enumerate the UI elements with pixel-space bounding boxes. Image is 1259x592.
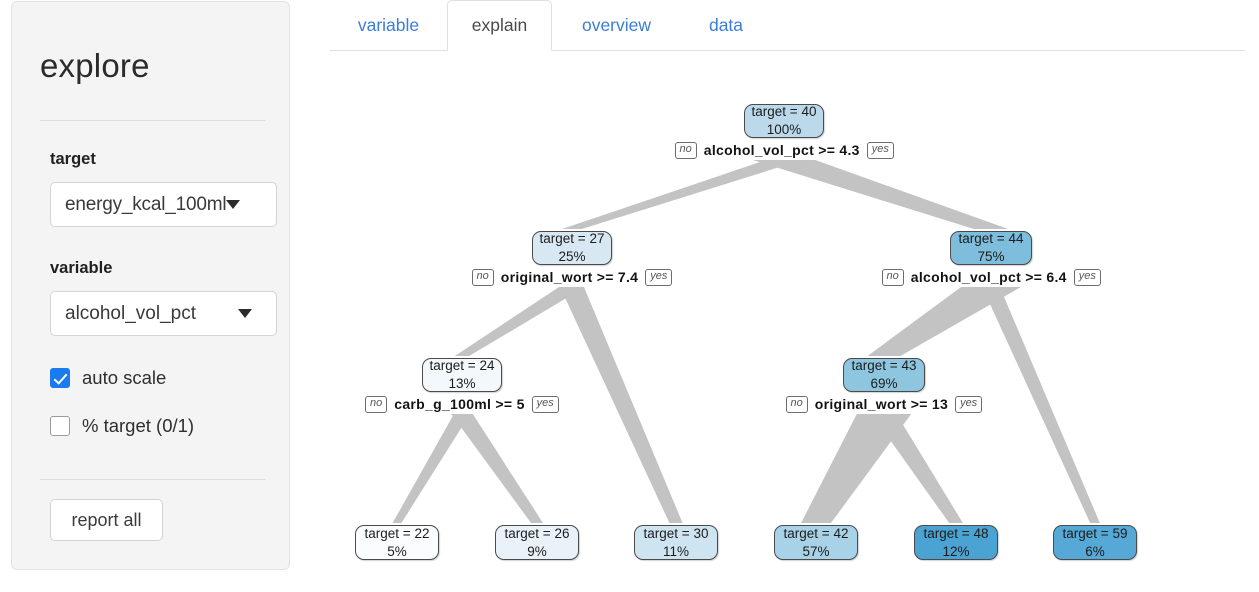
split-condition-text: carb_g_100ml >= 5	[394, 396, 525, 413]
node-pct-value: 9%	[527, 543, 547, 559]
tree-edge	[560, 287, 683, 523]
split-badge-yes: yes	[955, 396, 983, 413]
split-condition-text: original_wort >= 13	[814, 396, 949, 413]
variable-select[interactable]: alcohol_vol_pct	[50, 291, 277, 336]
tree-edge	[451, 414, 543, 523]
split-badge-no: no	[881, 269, 904, 286]
decision-tree-plot: target = 40 100% target = 27 25% target = 44…	[330, 51, 1259, 592]
tree-split-condition: no carb_g_100ml >= 5 yes	[365, 396, 559, 413]
tree-internal-node[interactable]: target = 44 75%	[950, 231, 1032, 265]
split-badge-no: no	[785, 396, 808, 413]
node-pct-value: 69%	[870, 376, 898, 391]
pct-target-checkbox-row[interactable]: % target (0/1)	[50, 415, 194, 437]
split-badge-yes: yes	[866, 142, 894, 159]
divider-top	[40, 120, 265, 121]
split-badge-no: no	[471, 269, 494, 286]
tab-explain[interactable]: explain	[447, 0, 552, 51]
tree-edge	[982, 287, 1100, 523]
split-badge-no: no	[674, 142, 697, 159]
node-target-value: target = 27	[539, 231, 605, 247]
split-badge-yes: yes	[531, 396, 559, 413]
tab-bar-underline	[330, 50, 1245, 51]
tree-split-condition: no alcohol_vol_pct >= 4.3 yes	[674, 142, 894, 159]
tab-overview[interactable]: overview	[581, 15, 652, 35]
split-badge-yes: yes	[645, 269, 673, 286]
split-condition-text: alcohol_vol_pct >= 6.4	[910, 269, 1067, 286]
tree-leaf-node[interactable]: target = 59 6%	[1053, 525, 1137, 560]
tab-data[interactable]: data	[708, 15, 744, 35]
node-target-value: target = 30	[643, 525, 709, 541]
node-pct-value: 12%	[942, 543, 970, 559]
split-badge-no: no	[365, 396, 388, 413]
tree-edge	[562, 160, 802, 229]
tree-split-condition: no alcohol_vol_pct >= 6.4 yes	[881, 269, 1101, 286]
tree-internal-node[interactable]: target = 43 69%	[843, 358, 925, 392]
tree-internal-node[interactable]: target = 27 25%	[532, 231, 612, 265]
tab-bar: variable explain overview data	[330, 0, 1245, 51]
chevron-down-icon	[238, 309, 252, 318]
target-select-value: energy_kcal_100ml	[65, 193, 227, 215]
tree-edge	[752, 160, 1009, 229]
node-pct-value: 25%	[558, 249, 586, 264]
auto-scale-label: auto scale	[82, 367, 167, 388]
node-target-value: target = 59	[1062, 525, 1128, 541]
tree-split-condition: no original_wort >= 7.4 yes	[471, 269, 673, 286]
node-target-value: target = 43	[851, 358, 917, 374]
explore-sidebar: explore target energy_kcal_100ml variabl…	[11, 1, 290, 570]
variable-label: variable	[50, 259, 113, 277]
node-pct-value: 75%	[977, 249, 1005, 264]
node-pct-value: 5%	[387, 543, 407, 559]
tab-variable[interactable]: variable	[357, 15, 420, 35]
chevron-down-icon	[226, 200, 241, 209]
node-target-value: target = 40	[751, 104, 817, 120]
node-pct-value: 57%	[802, 543, 830, 559]
tree-edge	[454, 287, 585, 356]
target-label: target	[50, 150, 96, 168]
node-pct-value: 6%	[1085, 543, 1105, 559]
node-pct-value: 11%	[662, 543, 690, 559]
tree-edge	[867, 287, 1021, 356]
node-target-value: target = 48	[923, 525, 989, 541]
auto-scale-checkbox[interactable]	[50, 368, 70, 388]
tree-edge	[801, 414, 912, 523]
node-target-value: target = 22	[364, 525, 430, 541]
auto-scale-checkbox-row[interactable]: auto scale	[50, 367, 166, 389]
tree-internal-node[interactable]: target = 40 100%	[744, 104, 824, 138]
node-target-value: target = 24	[429, 358, 495, 374]
tree-edge	[392, 414, 471, 523]
tree-internal-node[interactable]: target = 24 13%	[422, 358, 502, 392]
node-target-value: target = 42	[783, 525, 849, 541]
page-title: explore	[40, 47, 150, 84]
tree-leaf-node[interactable]: target = 42 57%	[774, 525, 858, 560]
split-condition-text: alcohol_vol_pct >= 4.3	[703, 142, 860, 159]
tree-leaf-node[interactable]: target = 26 9%	[495, 525, 579, 560]
node-pct-value: 100%	[766, 122, 802, 137]
node-target-value: target = 44	[958, 231, 1024, 247]
pct-target-label: % target (0/1)	[82, 415, 195, 436]
tree-leaf-node[interactable]: target = 30 11%	[634, 525, 718, 560]
tree-edges	[392, 160, 1100, 523]
variable-select-value: alcohol_vol_pct	[65, 302, 196, 324]
pct-target-checkbox[interactable]	[50, 416, 70, 436]
tree-split-condition: no original_wort >= 13 yes	[785, 396, 983, 413]
tree-leaf-node[interactable]: target = 48 12%	[914, 525, 998, 560]
node-target-value: target = 26	[504, 525, 570, 541]
tree-edge	[871, 414, 963, 523]
report-all-button[interactable]: report all	[50, 499, 163, 541]
tree-leaf-node[interactable]: target = 22 5%	[355, 525, 439, 560]
divider-bottom	[40, 479, 265, 480]
split-condition-text: original_wort >= 7.4	[500, 269, 639, 286]
node-pct-value: 13%	[448, 376, 476, 391]
split-badge-yes: yes	[1073, 269, 1101, 286]
target-select[interactable]: energy_kcal_100ml	[50, 182, 277, 227]
